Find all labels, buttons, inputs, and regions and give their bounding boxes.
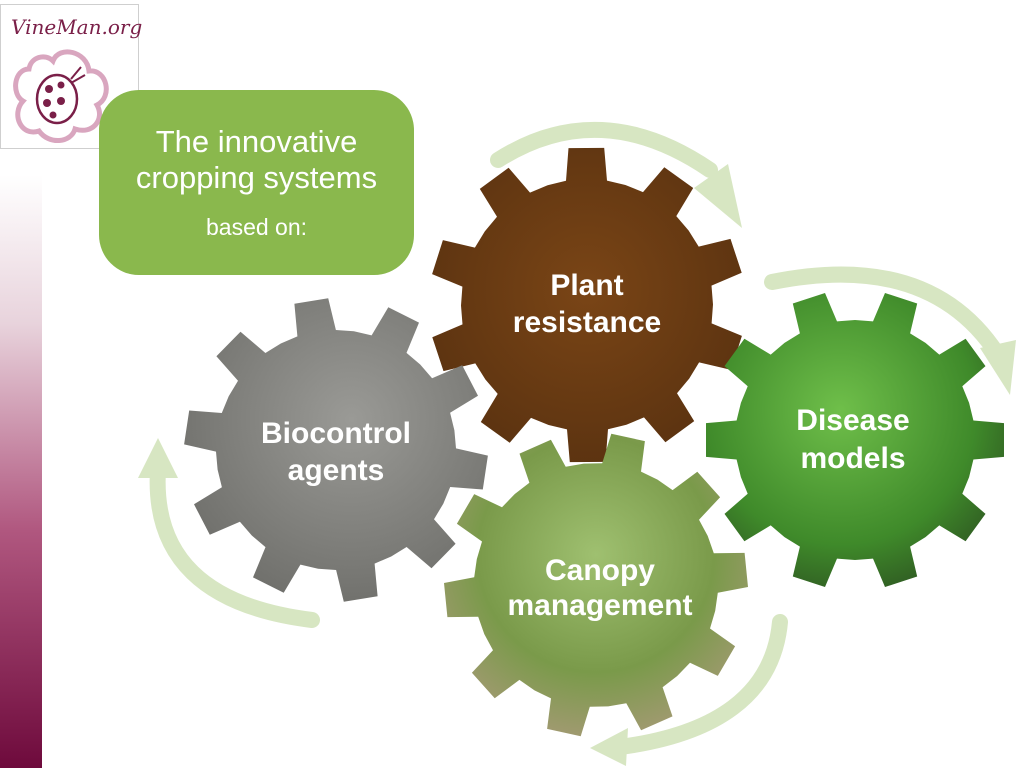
arrowhead-right	[980, 340, 1016, 395]
vineman-logo: VineMan.org	[0, 4, 143, 149]
title-line-1: The innovative	[155, 124, 358, 159]
cycle-arrow-bottom	[604, 614, 788, 756]
gear-plant-resistance	[432, 147, 742, 463]
cycle-arrow-top	[490, 121, 718, 178]
gear-label-bio-1: Biocontrol	[261, 417, 411, 450]
arrowhead-top	[694, 164, 742, 228]
gear-label-plant-1: Plant	[550, 269, 623, 302]
arrowhead-left	[138, 438, 178, 478]
title-line-2: cropping systems	[135, 160, 378, 195]
logo-text: VineMan.org	[11, 15, 143, 39]
gear-label-bio-2: agents	[288, 454, 385, 487]
gear-label-disease-1: Disease	[796, 404, 909, 437]
gear-canopy-management	[444, 433, 748, 737]
gear-label-plant-2: resistance	[513, 306, 661, 339]
gear-label-canopy-1: Canopy	[545, 554, 655, 587]
grape-ladybug-icon	[13, 49, 109, 143]
title-box: The innovative cropping systems based on…	[99, 90, 414, 275]
gear-label-disease-2: models	[800, 442, 905, 475]
cycle-arrow-right	[764, 266, 1006, 363]
gear-label-canopy-2: management	[507, 589, 692, 622]
arrowhead-bottom	[590, 728, 628, 766]
title-subtitle: based on:	[205, 214, 308, 240]
cycle-arrow-left	[149, 462, 320, 628]
gear-disease-models	[706, 293, 1004, 587]
left-gradient-band	[0, 175, 42, 768]
gear-biocontrol-agents	[184, 298, 488, 602]
